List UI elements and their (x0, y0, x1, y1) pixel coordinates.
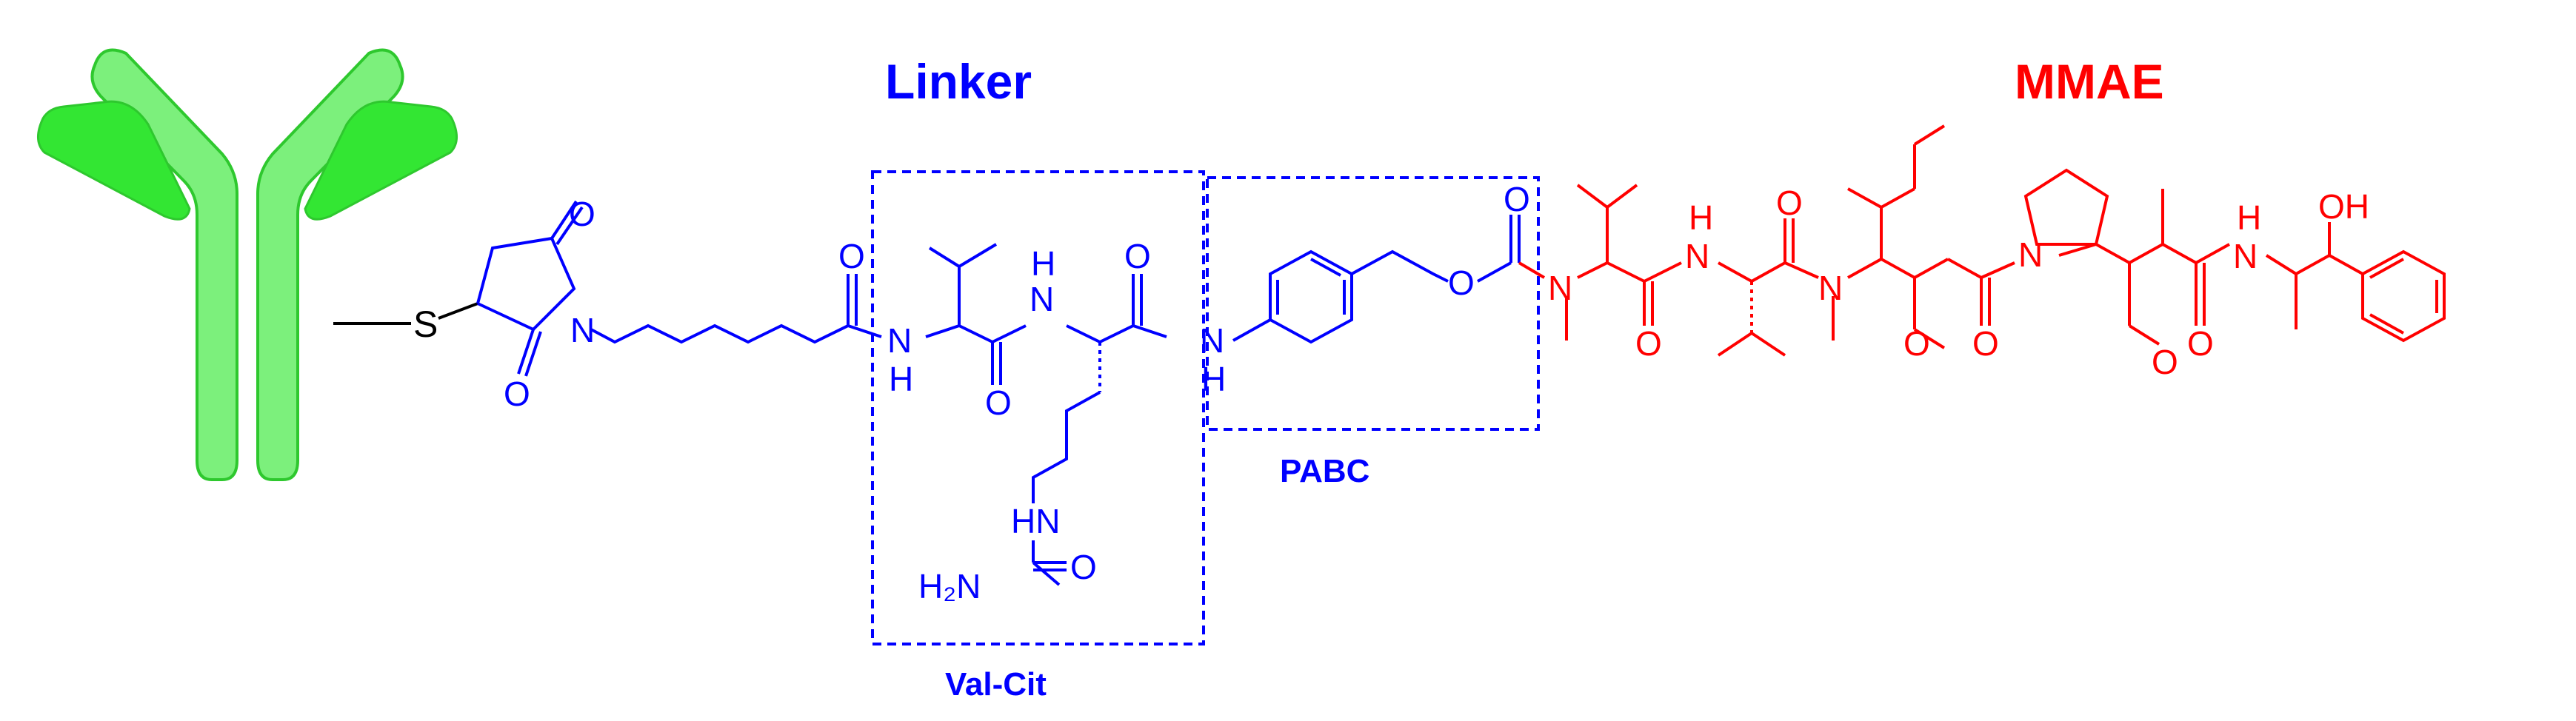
atom-hexanoyl-o: O (838, 237, 865, 275)
atom-valine-o: O (985, 383, 1012, 422)
mmae-title: MMAE (2015, 54, 2164, 109)
atom-succinimide-o-top: O (569, 195, 595, 233)
atom-mmae-methoxy-o-1: O (1903, 324, 1930, 363)
antibody-right-light-chain (304, 100, 458, 221)
atom-succinimide-n: N (570, 311, 595, 349)
atom-amide-h-2: H (1031, 244, 1055, 283)
sulfur-ring-bond (438, 302, 478, 320)
pabc-region-box (1206, 176, 1540, 431)
atom-mmae-n-methyl-1: N (1548, 269, 1572, 307)
atom-mmae-nh-h: H (1689, 198, 1713, 237)
atom-carbamate-o: O (1504, 180, 1530, 218)
atom-amide-n-1: N (887, 321, 912, 360)
atom-amide-h-3: H (1201, 360, 1226, 398)
atom-mmae-nh-n-2: N (2233, 237, 2258, 275)
atom-mmae-nh-n: N (1685, 237, 1709, 275)
antibody-y-shape-icon (37, 48, 458, 481)
atom-succinimide-o-bottom: O (504, 375, 530, 413)
mmae-structure (1518, 124, 2446, 357)
atom-mmae-n-methyl-2: N (1818, 269, 1843, 307)
atom-amide-n-3: N (1200, 321, 1224, 360)
atom-mmae-methoxy-o-2: O (2152, 343, 2178, 381)
atom-mmae-o-4: O (2187, 324, 2214, 363)
atom-urea-hn: HN (1011, 502, 1060, 540)
atom-amide-h-1: H (889, 360, 913, 398)
atom-mmae-nh-h-2: H (2237, 198, 2261, 237)
val-cit-region-box (871, 170, 1205, 645)
linker-title: Linker (885, 54, 1032, 109)
atom-sulfur: S (413, 304, 438, 345)
atom-mmae-proline-n: N (2018, 235, 2043, 274)
atom-mmae-oh: OH (2318, 187, 2369, 226)
atom-mmae-o-3: O (1972, 324, 1999, 363)
val-cit-label: Val-Cit (945, 666, 1047, 702)
atom-urea-o: O (1070, 548, 1097, 586)
linker-structure (476, 200, 1521, 586)
atom-pabc-o: O (1448, 264, 1475, 302)
atom-mmae-o-1: O (1635, 324, 1662, 363)
atom-amide-n-2: N (1030, 280, 1054, 318)
antibody-left-light-chain (37, 100, 191, 221)
pabc-label: PABC (1280, 453, 1370, 489)
atom-mmae-o-2: O (1776, 184, 1803, 222)
atom-citrulline-o: O (1124, 237, 1151, 275)
atom-urea-h2n: H₂N (918, 567, 981, 606)
